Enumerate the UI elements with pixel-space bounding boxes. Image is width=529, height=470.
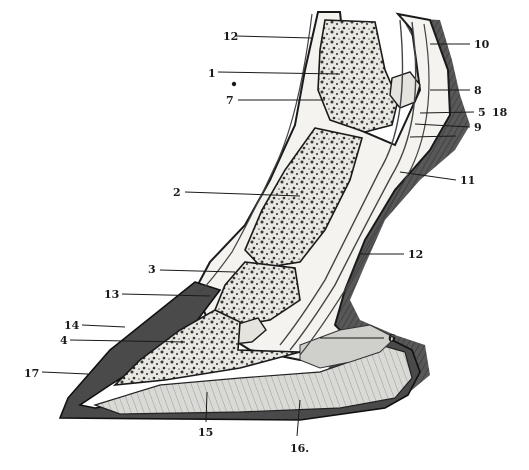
label-1: 1 — [208, 67, 216, 80]
label-8: 8 — [474, 84, 482, 97]
label-12-mid: 12 — [408, 248, 423, 261]
label-2: 2 — [173, 186, 181, 199]
label-18: 18 — [492, 106, 508, 119]
label-7: 7 — [226, 94, 234, 107]
label-11: 11 — [460, 174, 475, 187]
cannon-bone — [318, 20, 398, 132]
label-12-top: 12 — [223, 30, 238, 43]
label-6: 6 — [388, 332, 396, 345]
label-17: 17 — [24, 367, 39, 380]
label-5: 5 — [478, 106, 486, 119]
marker-dot — [232, 82, 236, 86]
label-10: 10 — [474, 38, 490, 51]
label-13: 13 — [104, 288, 119, 301]
label-14: 14 — [64, 319, 80, 332]
label-3: 3 — [148, 263, 156, 276]
label-4: 4 — [60, 334, 68, 347]
label-15: 15 — [198, 426, 213, 439]
label-16: 16. — [290, 442, 309, 455]
label-9: 9 — [474, 121, 482, 134]
